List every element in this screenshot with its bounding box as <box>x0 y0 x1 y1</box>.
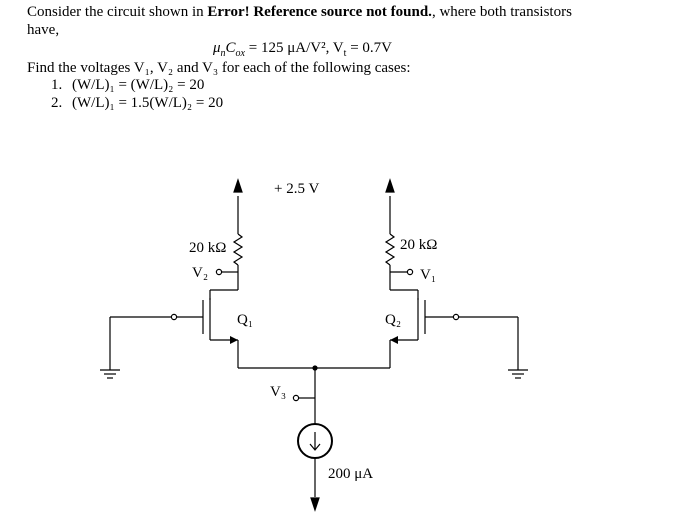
q1-label: Q₁ <box>237 312 253 328</box>
intro-error-ref: Error! Reference source not found. <box>207 4 432 20</box>
left-supply-arrow <box>233 178 243 193</box>
case-1: 1. (W/L)₁ = (W/L)₂ = 20 <box>51 76 204 94</box>
q2-label: Q₂ <box>385 312 401 328</box>
v2-label: V₂ <box>192 265 208 281</box>
q1-source-arrow <box>230 336 238 344</box>
q2-source-arrow <box>390 336 398 344</box>
right-resistor <box>384 233 396 266</box>
v2-terminal <box>215 268 223 276</box>
param-rest: = 125 μA/V², V <box>245 40 344 56</box>
right-resistor-label: 20 kΩ <box>400 237 437 253</box>
case-2-text: (W/L)₁ = 1.5(W/L)₂ = 20 <box>72 95 224 111</box>
left-ground <box>100 369 120 379</box>
intro-line-1: Consider the circuit shown in Error! Ref… <box>27 3 572 21</box>
right-supply-arrow <box>385 178 395 193</box>
q1-gate-terminal <box>170 313 178 321</box>
supply-label: + 2.5 V <box>274 181 319 197</box>
left-resistor <box>232 233 244 266</box>
param-mu: μ <box>213 40 221 56</box>
case-1-num: 1. <box>51 77 63 93</box>
param-end: = 0.7V <box>346 40 392 56</box>
right-ground <box>508 369 528 379</box>
case-2-num: 2. <box>51 95 63 111</box>
left-resistor-label: 20 kΩ <box>189 240 226 256</box>
intro-post: , where both transistors <box>431 4 572 20</box>
case-1-text: (W/L)₁ = (W/L)₂ = 20 <box>72 77 205 93</box>
intro-line-2: have, <box>27 22 60 38</box>
current-sink-arrow <box>310 497 320 512</box>
q2-gate-terminal <box>452 313 460 321</box>
v3-label: V₃ <box>270 384 286 400</box>
param-t: t <box>343 48 347 59</box>
v3-terminal <box>292 394 300 402</box>
common-node-dot <box>312 365 318 371</box>
parameter-equation: μnCox = 125 μA/V², Vt = 0.7V <box>213 40 392 59</box>
case-2: 2. (W/L)₁ = 1.5(W/L)₂ = 20 <box>51 94 223 112</box>
param-n: n <box>220 48 226 59</box>
param-ox: ox <box>235 48 245 59</box>
v1-terminal <box>406 268 414 276</box>
intro-pre: Consider the circuit shown in <box>27 4 208 20</box>
param-c: C <box>225 40 236 56</box>
v1-label: V₁ <box>420 267 436 283</box>
current-label: 200 μA <box>328 466 373 482</box>
find-instruction: Find the voltages V₁, V₂ and V₃ for each… <box>27 60 411 76</box>
